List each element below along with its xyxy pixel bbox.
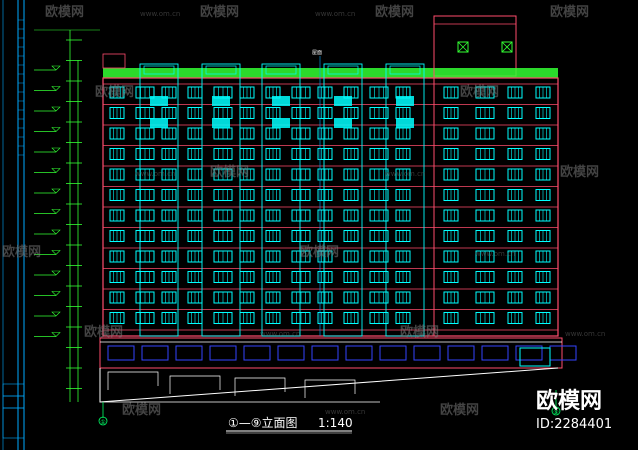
bay-glass bbox=[334, 118, 352, 128]
roof-band bbox=[103, 68, 558, 78]
level-marks bbox=[34, 65, 61, 337]
watermark-brand: 欧模网 bbox=[2, 244, 41, 260]
basement-opening bbox=[169, 375, 221, 394]
bay-glass bbox=[212, 96, 230, 106]
drawing-title: ①—⑨立面图 bbox=[228, 415, 298, 430]
level-triangle bbox=[51, 291, 61, 296]
building-elevation bbox=[99, 15, 577, 403]
level-triangle bbox=[51, 86, 61, 91]
balcony-bay bbox=[323, 63, 363, 337]
level-triangle bbox=[51, 168, 61, 173]
left-title-block bbox=[2, 0, 25, 450]
watermark-url: www.om.cn bbox=[475, 250, 515, 258]
watermark-brand: 欧模网 bbox=[210, 164, 249, 180]
drawing-scale: 1:140 bbox=[318, 416, 353, 430]
watermark-brand: 欧模网 bbox=[45, 4, 84, 20]
entrance bbox=[519, 347, 551, 367]
bay-glass bbox=[396, 118, 414, 128]
level-triangle bbox=[51, 188, 61, 194]
id-label: ID:2284401 bbox=[536, 417, 612, 432]
watermark-brand: 欧模网 bbox=[95, 84, 134, 100]
basement-opening bbox=[107, 371, 159, 390]
bay-glass bbox=[212, 118, 230, 128]
balcony-bay bbox=[201, 63, 241, 337]
roof-note: 屋面 bbox=[312, 50, 322, 56]
watermark-brand: 欧模网 bbox=[84, 324, 123, 340]
shopfront bbox=[447, 345, 475, 361]
shopfront bbox=[175, 345, 203, 361]
shopfront bbox=[379, 345, 407, 361]
shopfront bbox=[413, 345, 441, 361]
level-triangle bbox=[51, 106, 61, 112]
watermark-brand: 欧模网 bbox=[460, 84, 499, 100]
shopfront bbox=[481, 345, 509, 361]
shopfront bbox=[277, 345, 305, 361]
bay-cornice bbox=[205, 65, 237, 75]
watermark-url: www.om.cn bbox=[315, 10, 355, 18]
bay-cornice bbox=[143, 65, 175, 75]
watermark-url: www.om.cn bbox=[140, 10, 180, 18]
bay-glass bbox=[150, 118, 168, 128]
bay-glass bbox=[272, 118, 290, 128]
bay-glass bbox=[396, 96, 414, 106]
axis-start-label: ① bbox=[100, 419, 105, 426]
brand-logo-text: 欧模网 bbox=[536, 388, 602, 414]
level-triangle bbox=[51, 250, 61, 255]
shopfront bbox=[515, 345, 543, 361]
watermark-url: www.om.cn bbox=[385, 170, 425, 178]
id-badge: 欧模网 ID:2284401 bbox=[536, 388, 612, 432]
watermark-url: www.om.cn bbox=[565, 330, 605, 338]
shopfront bbox=[549, 345, 577, 361]
bay-glass bbox=[150, 96, 168, 106]
axis-markers: ① ⑨ bbox=[98, 390, 561, 426]
watermark-url: www.om.cn bbox=[260, 330, 300, 338]
bay-glass bbox=[272, 96, 290, 106]
level-triangle bbox=[51, 127, 61, 132]
bay-cornice bbox=[389, 65, 421, 75]
watermark-brand: 欧模网 bbox=[122, 402, 161, 418]
watermark-url: www.om.cn bbox=[135, 170, 175, 178]
basement-opening bbox=[234, 377, 286, 396]
shopfront bbox=[107, 345, 135, 361]
watermarks: 欧模网 欧模网 欧模网 欧模网 www.om.cn www.om.cn 欧模网 … bbox=[2, 4, 605, 418]
watermark-brand: 欧模网 bbox=[550, 4, 589, 20]
shopfront bbox=[209, 345, 237, 361]
level-triangle bbox=[51, 270, 61, 276]
bay-cornice bbox=[327, 65, 359, 75]
level-triangle bbox=[51, 332, 61, 337]
level-triangle bbox=[51, 311, 61, 317]
shopfront bbox=[345, 345, 373, 361]
level-triangle bbox=[51, 147, 61, 153]
shopfront bbox=[141, 345, 169, 361]
axis-end-label: ⑨ bbox=[553, 409, 558, 416]
bay-cornice bbox=[265, 65, 297, 75]
drawing-title-block: ①—⑨立面图 1:140 bbox=[226, 415, 353, 434]
watermark-brand: 欧模网 bbox=[440, 402, 479, 418]
level-triangle bbox=[51, 65, 61, 71]
balcony-bay bbox=[385, 63, 425, 337]
shopfront bbox=[311, 345, 339, 361]
balcony-bay bbox=[139, 63, 179, 337]
watermark-url: www.om.cn bbox=[325, 408, 365, 416]
watermark-brand: 欧模网 bbox=[375, 4, 414, 20]
level-triangle bbox=[51, 209, 61, 214]
watermark-brand: 欧模网 bbox=[400, 324, 439, 340]
shopfront bbox=[243, 345, 271, 361]
bay-glass bbox=[334, 96, 352, 106]
watermark-brand: 欧模网 bbox=[560, 164, 599, 180]
balcony-bay bbox=[261, 63, 301, 337]
watermark-brand: 欧模网 bbox=[300, 244, 339, 260]
watermark-brand: 欧模网 bbox=[200, 4, 239, 20]
level-triangle bbox=[51, 229, 61, 235]
dimension-chain bbox=[34, 29, 100, 402]
basement-opening bbox=[304, 379, 356, 398]
